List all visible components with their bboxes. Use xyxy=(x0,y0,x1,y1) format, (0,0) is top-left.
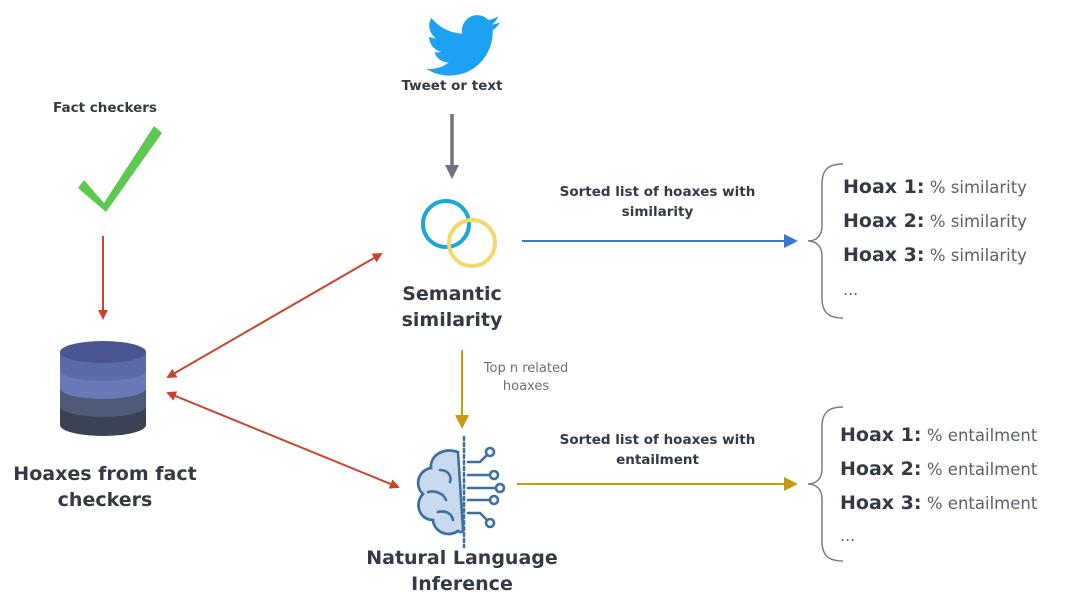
nli-label: Natural Language Inference xyxy=(352,546,572,597)
nli-label-line1: Natural Language xyxy=(366,547,558,569)
similarity-edge-line2: similarity xyxy=(621,204,694,221)
entailment-edge-label: Sorted list of hoaxes with entailment xyxy=(535,430,780,471)
top-n-label: Top n related hoaxes xyxy=(466,360,586,396)
top-n-line2: hoaxes xyxy=(502,379,550,395)
hoax-key: Hoax 2: xyxy=(843,210,925,232)
nli-label-line2: Inference xyxy=(411,572,513,595)
semantic-similarity-label: Semantic similarity xyxy=(382,282,522,333)
entailment-edge-line1: Sorted list of hoaxes with xyxy=(559,432,756,448)
hoax-value: % entailment xyxy=(926,426,1038,445)
hoax-key: Hoax 1: xyxy=(840,424,922,446)
check-mark-icon xyxy=(78,126,162,212)
hoax-value: % entailment xyxy=(926,494,1038,513)
hoax-value: % entailment xyxy=(926,460,1038,479)
hoax-value: % similarity xyxy=(929,178,1027,197)
similarity-list-item: Hoax 2: % similarity xyxy=(843,210,1027,232)
hoax-value: % similarity xyxy=(929,246,1027,265)
entailment-list-item: Hoax 3: % entailment xyxy=(840,492,1037,514)
hoax-key: Hoax 1: xyxy=(843,176,925,198)
similarity-list-item: Hoax 1: % similarity xyxy=(843,176,1027,198)
top-n-line1: Top n related xyxy=(483,361,569,376)
entailment-list-item: Hoax 2: % entailment xyxy=(840,458,1037,480)
similarity-list-item: Hoax 3: % similarity xyxy=(843,244,1027,266)
hoax-key: Hoax 3: xyxy=(843,244,925,266)
arrow-db-nli xyxy=(166,391,400,489)
database-label-line2: checkers xyxy=(57,488,153,511)
entailment-list-item: Hoax 1: % entailment xyxy=(840,424,1037,446)
database-icon xyxy=(60,341,146,436)
similarity-list-brace xyxy=(807,163,844,319)
similarity-list-ellipsis: ... xyxy=(843,280,859,299)
fact-checkers-label: Fact checkers xyxy=(53,100,157,116)
semantic-label-line2: similarity xyxy=(401,308,503,331)
arrow-db-similarity xyxy=(166,252,383,379)
hoax-value: % similarity xyxy=(929,212,1027,231)
twitter-bird-icon xyxy=(426,15,501,76)
entailment-list-ellipsis: ... xyxy=(840,526,856,545)
entailment-edge-line2: entailment xyxy=(616,452,699,469)
entailment-list-brace xyxy=(807,406,844,562)
similarity-edge-line1: Sorted list of hoaxes with xyxy=(559,184,756,200)
overlapping-circles-icon xyxy=(421,199,497,268)
brain-circuit-icon xyxy=(416,435,506,549)
tweet-label: Tweet or text xyxy=(401,78,503,94)
similarity-edge-label: Sorted list of hoaxes with similarity xyxy=(535,182,780,223)
database-label-line1: Hoaxes from fact xyxy=(13,463,197,485)
database-label: Hoaxes from fact checkers xyxy=(0,462,210,513)
semantic-label-line1: Semantic xyxy=(402,283,502,305)
hoax-key: Hoax 2: xyxy=(840,458,922,480)
hoax-key: Hoax 3: xyxy=(840,492,922,514)
